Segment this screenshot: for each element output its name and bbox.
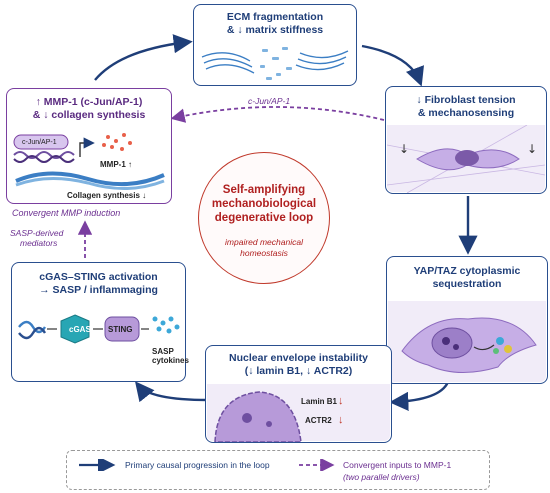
mmp1-title: ↑ MMP-1 (c-Jun/AP-1) & ↓ collagen synthe… — [7, 96, 171, 121]
center-subtitle-line1: impaired mechanical — [225, 237, 303, 247]
legend-solid-arrow — [79, 459, 116, 471]
center-loop-circle: Self-amplifying mechanobiological degene… — [198, 152, 330, 284]
arrow-nuclear-to-cgas — [134, 381, 209, 403]
yap-panel — [388, 301, 546, 382]
fibroblast-panel: ↓ ↓ — [386, 124, 546, 194]
ecm-title-line2: & ↓ matrix stiffness — [226, 23, 324, 36]
nuclear-envelope-box: Nuclear envelope instability (↓ lamin B1… — [205, 345, 392, 443]
cgas-label: cGAS — [69, 325, 91, 334]
ecm-fragmentation-box: ECM fragmentation & ↓ matrix stiffness — [193, 4, 357, 86]
sasp-cytokines-label: SASP cytokines — [152, 347, 189, 365]
sasp-mediators-label: SASP-derived mediators — [10, 228, 63, 248]
nuclear-title: Nuclear envelope instability (↓ lamin B1… — [206, 352, 391, 377]
mmp1-box: ↑ MMP-1 (c-Jun/AP-1) & ↓ collagen synthe… — [6, 88, 172, 204]
yap-title-line1: YAP/TAZ cytoplasmic — [413, 265, 521, 277]
cgas-title: cGAS–STING activation → SASP / inflammag… — [12, 271, 185, 296]
legend-dashed-label: Convergent inputs to MMP-1 — [343, 460, 452, 470]
arrow-fibroblast-to-mmp — [170, 106, 385, 123]
nucleus-illustration — [214, 391, 302, 443]
yap-title-line2: sequestration — [432, 277, 502, 290]
mmp1-title-line2: & ↓ collagen synthesis — [32, 108, 146, 121]
fibroblast-tension-box: ↓ Fibroblast tension & mechanosensing ↓ … — [385, 86, 547, 194]
nuclear-title-line1: Nuclear envelope instability — [229, 352, 368, 364]
cjun-ap1-pill: c-Jun/AP-1 — [22, 139, 57, 146]
legend-solid-label: Primary causal progression in the loop — [125, 460, 270, 470]
legend-dashed-arrow — [299, 459, 335, 471]
cjun-arrow-label: c-Jun/AP-1 — [248, 96, 291, 106]
yap-cell-illustration — [401, 317, 537, 374]
center-title-line1: Self-amplifying — [222, 184, 306, 196]
yap-taz-box: YAP/TAZ cytoplasmic sequestration — [386, 256, 548, 384]
center-title-line2: mechanobiological — [211, 198, 317, 210]
sasp-mediators-line1: SASP-derived — [10, 228, 64, 238]
fibroblast-cell-illustration: ↓ ↓ — [386, 124, 546, 194]
nuclear-title-line2: (↓ lamin B1, ↓ ACTR2) — [244, 364, 353, 377]
cgas-sting-box: cGAS–STING activation → SASP / inflammag… — [11, 262, 189, 382]
cgas-title-line2: → SASP / inflammaging — [39, 283, 158, 296]
lamin-down-arrow: ↓ — [338, 395, 344, 407]
fibroblast-title-line2: & mechanosensing — [417, 106, 515, 119]
sasp-mediators-line2: mediators — [20, 238, 58, 248]
lamin-b1-label: Lamin B1 — [301, 397, 338, 406]
cgas-sting-illustration — [18, 314, 180, 344]
mmp1-title-line1: ↑ MMP-1 (c-Jun/AP-1) — [35, 96, 143, 108]
sting-label: STING — [108, 325, 133, 334]
convergent-mmp-label: Convergent MMP induction — [12, 208, 121, 218]
mmp1-illustration — [13, 133, 165, 191]
arrow-yap-to-nuclear — [389, 381, 450, 411]
ecm-title-line1: ECM fragmentation — [226, 11, 324, 23]
nuclear-panel: Lamin B1 ↓ ACTR2 ↓ — [207, 384, 390, 443]
legend-dashed-sublabel: (two parallel drivers) — [343, 472, 420, 482]
actr2-down-arrow: ↓ — [338, 414, 344, 426]
sasp-line1: SASP — [152, 347, 174, 356]
center-subtitle: impaired mechanical homeostasis — [199, 237, 329, 258]
yap-title: YAP/TAZ cytoplasmic sequestration — [387, 265, 547, 290]
collagen-synthesis-label: Collagen synthesis ↓ — [67, 191, 147, 200]
center-title: Self-amplifying mechanobiological degene… — [199, 183, 329, 225]
actr2-label: ACTR2 — [305, 416, 332, 425]
cgas-title-line1: cGAS–STING activation — [39, 271, 158, 283]
fibroblast-title-line1: ↓ Fibroblast tension — [416, 94, 516, 106]
center-subtitle-line2: homeostasis — [240, 247, 288, 258]
fibroblast-title: ↓ Fibroblast tension & mechanosensing — [386, 94, 546, 119]
sasp-line2: cytokines — [152, 356, 189, 365]
ecm-title: ECM fragmentation & ↓ matrix stiffness — [194, 11, 356, 36]
fragmented-fibers-illustration — [201, 47, 349, 80]
svg-text:↓: ↓ — [399, 142, 409, 156]
mmp1-up-label: MMP-1 ↑ — [100, 160, 132, 169]
svg-text:↓: ↓ — [527, 142, 537, 156]
center-title-line3: degenerative loop — [214, 212, 314, 224]
legend: Primary causal progression in the loop C… — [66, 450, 490, 490]
arrow-mmp-to-ecm — [94, 34, 193, 81]
arrow-ecm-to-fibroblast — [361, 44, 424, 87]
